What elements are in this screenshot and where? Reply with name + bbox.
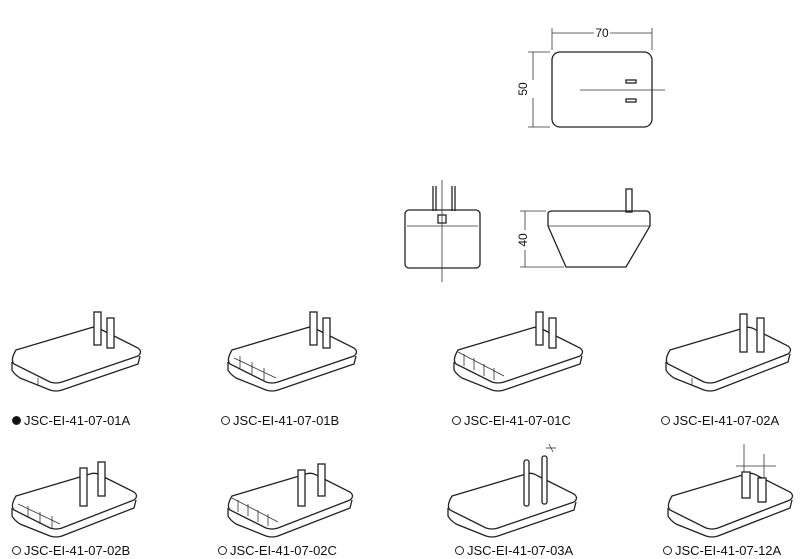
adapter-illustration-02b [11, 461, 138, 538]
model-label: JSC-EI-41-07-01B [233, 413, 340, 428]
radio-indicator[interactable] [452, 416, 461, 425]
side-view: 40 [516, 188, 651, 268]
adapter-illustration-01a [11, 311, 142, 392]
radio-indicator[interactable] [455, 546, 464, 555]
adapter-illustration-01c [453, 311, 584, 392]
height-dimension-label: 50 [516, 82, 530, 96]
model-option-12a[interactable]: JSC-EI-41-07-12A [663, 543, 781, 558]
adapter-illustration-01b [227, 311, 358, 392]
model-label: JSC-EI-41-07-01A [24, 413, 131, 428]
model-option-02b[interactable]: JSC-EI-41-07-02B [12, 543, 130, 558]
adapter-illustration-02a [665, 313, 792, 392]
model-label: JSC-EI-41-07-02A [673, 413, 780, 428]
radio-indicator[interactable] [218, 546, 227, 555]
radio-indicator[interactable] [661, 416, 670, 425]
adapter-illustration-02c [227, 463, 354, 538]
model-option-01c[interactable]: JSC-EI-41-07-01C [452, 413, 571, 428]
radio-indicator[interactable] [12, 546, 21, 555]
adapter-illustration-12a [667, 444, 794, 538]
radio-indicator[interactable] [12, 416, 21, 425]
model-label: JSC-EI-41-07-02B [24, 543, 131, 558]
model-option-02a[interactable]: JSC-EI-41-07-02A [661, 413, 779, 428]
depth-dimension-label: 40 [516, 233, 530, 247]
model-label: JSC-EI-41-07-02C [230, 543, 337, 558]
model-label: JSC-EI-41-07-01C [464, 413, 571, 428]
adapter-illustration-03a [447, 443, 578, 538]
model-option-03a[interactable]: JSC-EI-41-07-03A [455, 543, 573, 558]
top-view: 70 50 [516, 26, 665, 128]
front-view [404, 180, 481, 282]
width-dimension-label: 70 [595, 26, 609, 40]
radio-indicator[interactable] [663, 546, 672, 555]
model-option-01a[interactable]: JSC-EI-41-07-01A [12, 413, 130, 428]
model-label: JSC-EI-41-07-12A [675, 543, 782, 558]
model-label: JSC-EI-41-07-03A [467, 543, 574, 558]
model-option-01b[interactable]: JSC-EI-41-07-01B [221, 413, 339, 428]
radio-indicator[interactable] [221, 416, 230, 425]
model-option-02c[interactable]: JSC-EI-41-07-02C [218, 543, 337, 558]
